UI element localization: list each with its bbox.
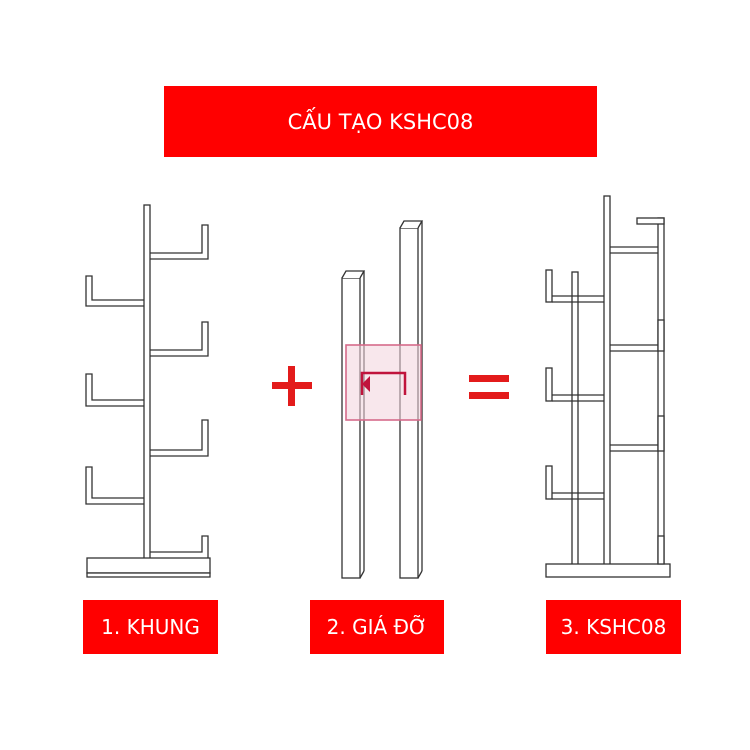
joint-highlight <box>345 344 422 421</box>
title-banner: CẤU TẠO KSHC08 <box>164 86 597 157</box>
plus-sign <box>272 366 312 406</box>
step-label-support: 2. GIÁ ĐỠ <box>310 600 444 654</box>
step-label-product: 3. KSHC08 <box>546 600 681 654</box>
frame-drawing <box>85 204 211 578</box>
step-label-frame: 1. KHUNG <box>83 600 218 654</box>
equals-sign <box>469 375 509 399</box>
bookshelf-drawing <box>545 195 671 578</box>
